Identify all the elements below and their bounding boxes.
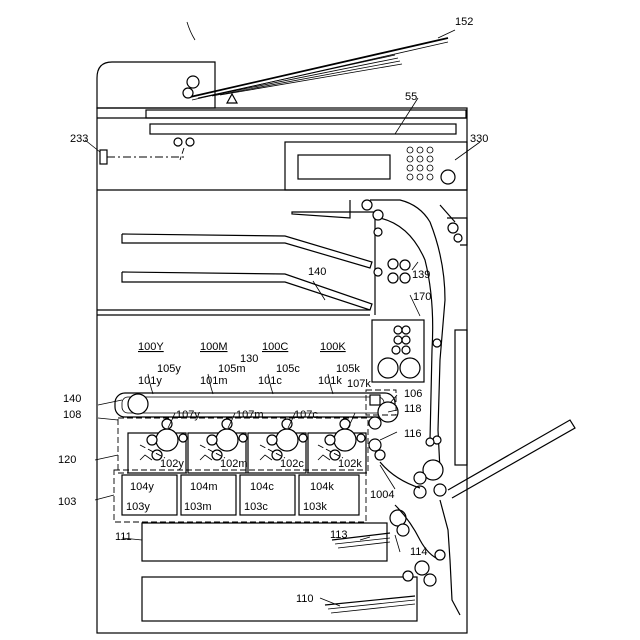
label-103k: 103k — [303, 501, 327, 513]
label-103: 103 — [58, 496, 76, 508]
label-101m: 101m — [200, 375, 228, 387]
label-104c: 104c — [250, 481, 274, 493]
label-139: 139 — [412, 269, 430, 281]
label-103y: 103y — [126, 501, 150, 513]
label-110: 110 — [296, 593, 314, 605]
label-233: 233 — [70, 133, 88, 145]
label-101y: 101y — [138, 375, 162, 387]
label-140-bus: 140 — [63, 393, 81, 405]
label-101c: 101c — [258, 375, 282, 387]
label-100C: 100C — [262, 341, 288, 353]
label-106: 106 — [404, 388, 422, 400]
label-118: 118 — [404, 403, 422, 415]
label-107m: 107m — [236, 409, 264, 421]
label-116: 116 — [404, 428, 422, 440]
label-102m: 102m — [220, 458, 248, 470]
label-107y: 107y — [176, 409, 200, 421]
control-panel — [285, 142, 480, 190]
fixing-unit — [372, 295, 424, 382]
label-107k: 107k — [347, 378, 371, 390]
label-100Y: 100Y — [138, 341, 164, 353]
label-103m: 103m — [184, 501, 212, 513]
label-100M: 100M — [200, 341, 228, 353]
label-113: 113 — [330, 529, 348, 541]
label-1004: 1004 — [370, 489, 394, 501]
output-trays — [122, 212, 372, 310]
label-102c: 102c — [280, 458, 304, 470]
label-108: 108 — [63, 409, 81, 421]
label-105y: 105y — [157, 363, 181, 375]
label-101k: 101k — [318, 375, 342, 387]
label-104m: 104m — [190, 481, 218, 493]
label-152: 152 — [455, 16, 473, 28]
label-105k: 105k — [336, 363, 360, 375]
label-105m: 105m — [218, 363, 246, 375]
label-330: 330 — [470, 133, 488, 145]
keypad — [407, 147, 433, 180]
label-102y: 102y — [160, 458, 184, 470]
label-103c: 103c — [244, 501, 268, 513]
label-102k: 102k — [338, 458, 362, 470]
label-114: 114 — [410, 546, 428, 558]
label-105c: 105c — [276, 363, 300, 375]
label-140-output: 140 — [308, 266, 326, 278]
label-111: 111 — [115, 531, 132, 543]
label-104k: 104k — [310, 481, 334, 493]
label-55: 55 — [405, 91, 417, 103]
sensor-233 — [85, 138, 194, 164]
label-107c: 107c — [294, 409, 318, 421]
scanner-platen — [146, 98, 466, 134]
label-104y: 104y — [130, 481, 154, 493]
label-120: 120 — [58, 454, 76, 466]
label-100K: 100K — [320, 341, 346, 353]
label-170: 170 — [413, 291, 431, 303]
